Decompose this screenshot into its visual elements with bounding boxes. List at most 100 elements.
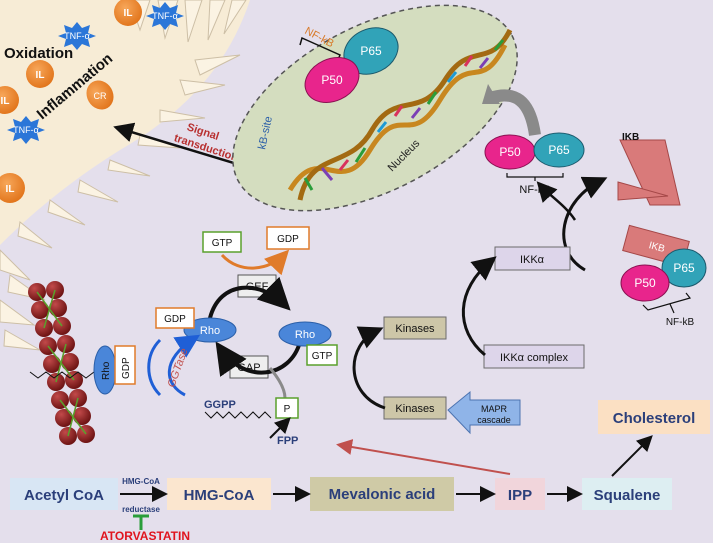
gef-exchange-arrow <box>220 249 290 276</box>
rho-gtp-pill: Rho <box>278 321 332 347</box>
svg-text:IKKα complex: IKKα complex <box>500 352 569 364</box>
fpp-to-ggpp-arrow <box>269 417 291 439</box>
svg-text:P65: P65 <box>673 261 695 275</box>
svg-text:IKB: IKB <box>647 240 666 255</box>
ikka-box: IKKα <box>494 246 571 271</box>
svg-text:cascade: cascade <box>477 415 511 425</box>
svg-text:P50: P50 <box>499 145 521 159</box>
ikb-fragment <box>617 139 681 206</box>
kinase-activation-arrow <box>352 326 386 410</box>
membrane-lipid-chain <box>29 371 103 379</box>
svg-text:Kinases: Kinases <box>395 323 435 335</box>
squalene-box: Squalene <box>582 478 672 510</box>
nucleus-p50: P50 <box>304 57 360 103</box>
gap-box: GAP <box>229 355 269 379</box>
acetyl-coa-box: Acetyl CoA <box>10 478 118 510</box>
svg-text:IL: IL <box>124 8 133 19</box>
complex-p50: P50 <box>620 264 670 302</box>
svg-text:TNF-α: TNF-α <box>64 31 90 41</box>
gdp-left-box: GDP <box>155 307 195 329</box>
free-nfkb-p65: P65 <box>533 132 585 168</box>
gtp-top-box: GTP <box>202 231 242 253</box>
ggtase-arc-right <box>167 334 201 397</box>
complex-nfkb-label: NF-kB <box>666 317 695 328</box>
svg-text:GDP: GDP <box>277 234 299 245</box>
tnf-badge-2: TNF-α <box>146 2 184 30</box>
tnf-badge-1: TNF-α <box>58 22 96 50</box>
ipp-to-fpp-arrow <box>336 439 511 475</box>
nucleus <box>232 4 518 212</box>
rho-activation-arrow <box>208 276 291 319</box>
svg-text:P65: P65 <box>360 44 382 58</box>
svg-text:Acetyl CoA: Acetyl CoA <box>24 487 104 504</box>
svg-text:P65: P65 <box>548 143 570 157</box>
svg-text:GTP: GTP <box>212 238 233 249</box>
inhibition-bar <box>133 514 149 530</box>
nuclear-import-arrow <box>488 89 541 137</box>
svg-text:Kinases: Kinases <box>395 403 435 415</box>
gdp-top-box: GDP <box>266 226 310 250</box>
cr-badge: CR <box>86 80 114 110</box>
il-badge-2: IL <box>26 60 54 88</box>
ggtase-arc-left <box>147 338 162 397</box>
il-badge-4: IL <box>0 173 25 203</box>
kinases-bottom-box: Kinases <box>383 396 447 420</box>
arrow-squalene-to-cholesterol <box>611 435 653 477</box>
dna-helix <box>287 28 513 201</box>
free-nfkb-bracket <box>506 173 564 181</box>
il-badge-3: IL <box>0 86 19 114</box>
svg-text:P50: P50 <box>634 276 656 290</box>
ggpp-chain <box>204 411 272 419</box>
svg-text:IKKα: IKKα <box>520 254 545 266</box>
release-arrow <box>536 181 577 221</box>
cell-membrane <box>0 0 250 351</box>
mapr-cascade-arrow: MAPR cascade <box>447 390 521 435</box>
svg-text:Squalene: Squalene <box>594 487 661 504</box>
svg-text:TNF-α: TNF-α <box>152 11 178 21</box>
svg-text:Mevalonic acid: Mevalonic acid <box>329 486 436 503</box>
ikb-release-arrow <box>562 176 608 272</box>
enzyme-label-line2: reductase <box>122 505 160 514</box>
svg-text:HMG-CoA: HMG-CoA <box>184 487 255 504</box>
svg-text:Rho: Rho <box>295 329 315 341</box>
tnf-badge-3: TNF-α <box>7 116 45 144</box>
svg-text:IPP: IPP <box>508 487 532 504</box>
il-badge-1: IL <box>114 0 142 26</box>
svg-text:GTP: GTP <box>312 351 333 362</box>
svg-text:GDP: GDP <box>164 314 186 325</box>
rho-membrane-pill: Rho <box>93 345 117 395</box>
oxidation-label: Oxidation <box>4 45 73 62</box>
ggpp-label: GGPP <box>204 399 236 411</box>
svg-text:GDP: GDP <box>121 357 132 379</box>
svg-text:MAPR: MAPR <box>481 404 508 414</box>
ipp-box: IPP <box>495 478 545 510</box>
gtp-right-box: GTP <box>306 344 338 366</box>
svg-text:P: P <box>284 404 291 415</box>
hmg-coa-box: HMG-CoA <box>167 478 271 510</box>
phosphate-release-arrow <box>268 367 287 399</box>
svg-text:IL: IL <box>36 70 45 81</box>
ikka-complex-box: IKKα complex <box>483 344 585 369</box>
svg-text:P50: P50 <box>321 73 343 87</box>
svg-text:TNF-α: TNF-α <box>13 125 39 135</box>
free-nfkb-p50: P50 <box>484 134 536 170</box>
svg-text:Cholesterol: Cholesterol <box>613 410 696 427</box>
nucleus-p65: P65 <box>343 27 399 75</box>
cholesterol-box: Cholesterol <box>598 400 710 434</box>
mevalonic-acid-box: Mevalonic acid <box>310 477 454 511</box>
membrane-anchor-beads <box>28 281 95 445</box>
enzyme-label-line1: HMG-CoA <box>122 477 160 486</box>
rho-inactivation-arrow <box>215 341 302 377</box>
kinases-top-box: Kinases <box>383 316 447 340</box>
gdp-membrane-box: GDP <box>114 345 136 385</box>
svg-text:CR: CR <box>94 91 107 101</box>
svg-text:Rho: Rho <box>101 361 112 380</box>
complex-bracket <box>642 292 692 314</box>
svg-text:IL: IL <box>1 96 10 107</box>
ikb-free-label: IKB <box>622 132 639 143</box>
ikka-activation-arrow <box>461 256 497 357</box>
complex-p65: P65 <box>661 248 707 288</box>
svg-text:Rho: Rho <box>200 325 220 337</box>
